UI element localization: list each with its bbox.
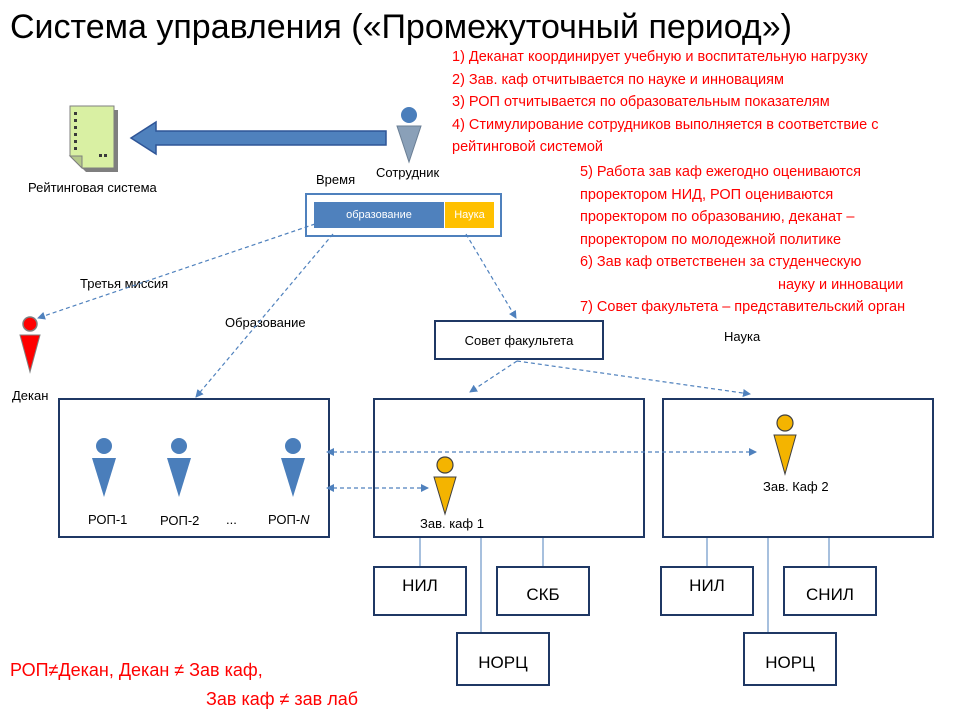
- third-mission-label: Третья миссия: [80, 276, 169, 291]
- faculty-council-box: Совет факультета: [434, 320, 604, 360]
- notes-list-2: 5) Работа зав каф ежегодно оцениваются п…: [580, 161, 905, 319]
- skb-box: СКБ: [496, 566, 590, 616]
- note-item: 6) Зав каф ответственен за студенческую: [580, 254, 862, 270]
- page-title: Система управления («Промежуточный перио…: [10, 8, 792, 46]
- notes-list: 1) Деканат координирует учебную и воспит…: [452, 46, 879, 159]
- norc-1-box: НОРЦ: [456, 632, 550, 686]
- person-icon: [167, 438, 191, 497]
- note-item: науку и инновации: [778, 276, 904, 293]
- head-1-label: Зав. каф 1: [420, 516, 484, 531]
- nil-1-box: НИЛ: [373, 566, 467, 616]
- footer-line-1: РОП≠Декан, Декан ≠ Зав каф,: [10, 660, 263, 680]
- snil-box: СНИЛ: [783, 566, 877, 616]
- time-label: Время: [316, 172, 356, 187]
- employee-label: Сотрудник: [376, 165, 440, 180]
- rop-n-label: РОП-N: [268, 512, 310, 527]
- note-item: 4) Стимулирование сотрудников выполняетс…: [452, 116, 879, 133]
- note-item: 5) Работа зав каф ежегодно оцениваются: [580, 164, 861, 180]
- person-icon: [19, 316, 41, 374]
- norc-2-box: НОРЦ: [743, 632, 837, 686]
- note-item: проректором НИД, РОП оцениваются: [580, 186, 834, 203]
- note-item: рейтинговой системой: [452, 139, 604, 155]
- bar-science: Наука: [445, 202, 494, 228]
- document-icon: [68, 105, 118, 172]
- footer-line-2: Зав каф ≠ зав лаб: [206, 689, 359, 709]
- person-icon: [433, 456, 457, 516]
- time-bar: образование Наука: [305, 193, 502, 237]
- rop-1-label: РОП-1: [88, 512, 128, 527]
- person-icon: [281, 438, 305, 497]
- note-item: 1) Деканат координирует учебную и воспит…: [452, 49, 868, 65]
- education-label: Образование: [225, 315, 306, 330]
- note-item: 2) Зав. каф отчитывается по науке и инно…: [452, 71, 784, 88]
- person-icon: [92, 438, 116, 497]
- arrow-left-icon: [129, 120, 387, 156]
- rating-system-label: Рейтинговая система: [28, 180, 157, 195]
- rop-2-label: РОП-2: [160, 513, 200, 528]
- note-item: проректором по молодежной политике: [580, 231, 842, 248]
- ellipsis-label: ...: [226, 512, 237, 527]
- dean-label: Декан: [12, 388, 49, 403]
- person-icon: [773, 414, 797, 476]
- bar-education: образование: [314, 202, 444, 228]
- head-2-label: Зав. Каф 2: [763, 479, 829, 494]
- person-icon: [396, 107, 422, 164]
- note-item: 3) РОП отчитывается по образовательным п…: [452, 94, 830, 110]
- note-item: 7) Совет факультета – представительский …: [580, 299, 906, 315]
- department-1-container: [373, 398, 645, 538]
- nil-2-box: НИЛ: [660, 566, 754, 616]
- department-2-container: [662, 398, 934, 538]
- note-item: проректором по образованию, деканат –: [580, 209, 855, 225]
- science-label: Наука: [724, 329, 761, 344]
